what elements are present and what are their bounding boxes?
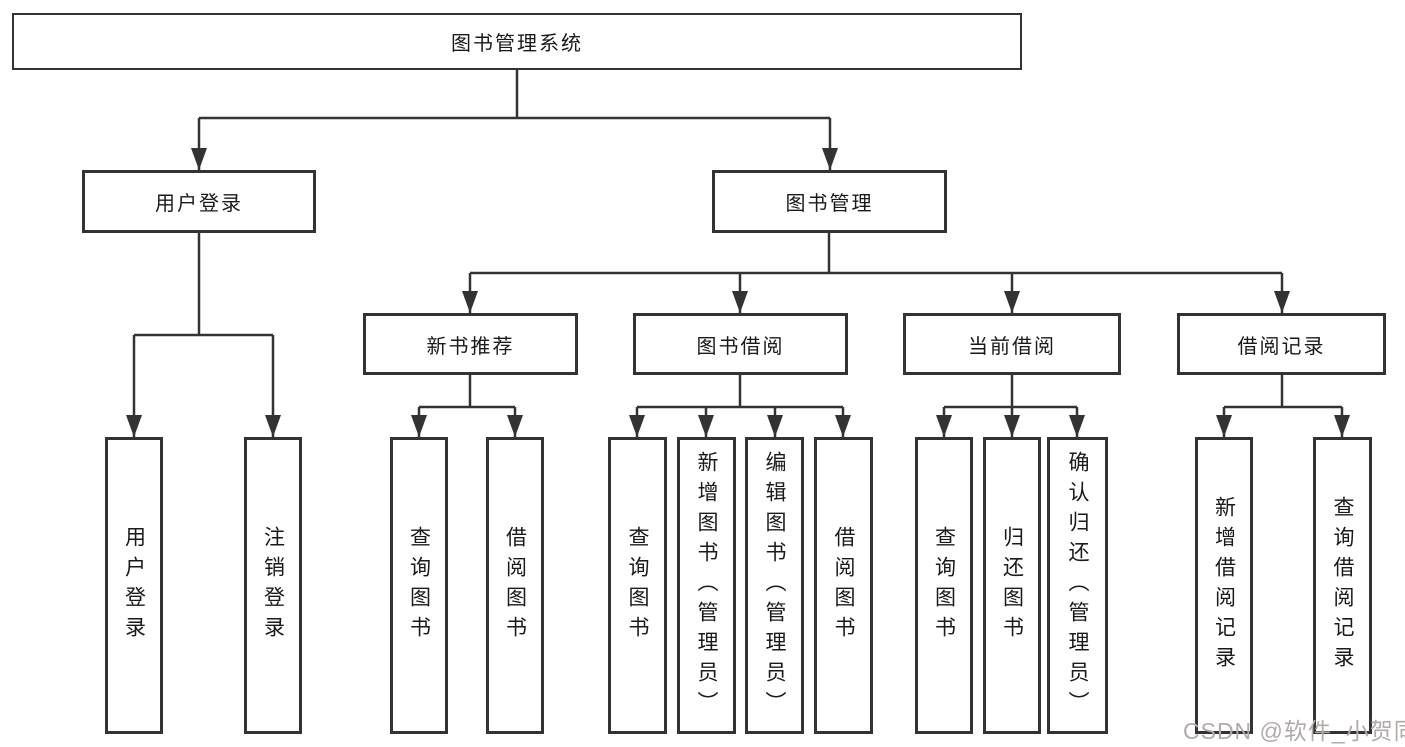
node-root-system: 图书管理系统 (12, 13, 1022, 70)
edges-borrow-record-children (1216, 375, 1350, 437)
arrowhead (767, 415, 783, 437)
leaf-add-borrow-record: 新增借阅记录 (1195, 437, 1253, 734)
node-borrow-records: 借阅记录 (1177, 313, 1386, 375)
node-label: 用户登录 (122, 525, 146, 646)
node-label: 借阅图书 (832, 525, 855, 646)
arrowhead (411, 415, 427, 437)
node-label: 新书推荐 (426, 335, 515, 358)
node-current-borrowing: 当前借阅 (903, 313, 1121, 375)
arrowhead (629, 415, 645, 437)
node-label: 借阅图书 (503, 525, 527, 646)
node-new-book-recommend: 新书推荐 (363, 313, 578, 375)
node-label: 新增借阅记录 (1212, 495, 1236, 676)
node-label: 归还图书 (1000, 525, 1024, 646)
arrowhead (1069, 415, 1085, 437)
arrowhead (126, 415, 142, 437)
leaf-logout: 注销登录 (244, 437, 302, 734)
leaf-borrow-books-recommend: 借阅图书 (486, 437, 544, 734)
leaf-add-book-admin: 新增图书（管理员） (677, 437, 736, 734)
node-label: 查询借阅记录 (1331, 495, 1354, 676)
arrowhead (1216, 415, 1232, 437)
node-label: 图书借阅 (696, 335, 785, 358)
node-label: 查询图书 (407, 525, 431, 646)
arrowhead (822, 148, 838, 170)
edges-book-mgmt-children (462, 233, 1290, 313)
arrowhead (507, 415, 523, 437)
node-label: 新增图书（管理员） (695, 450, 718, 721)
arrowhead (1004, 291, 1020, 313)
node-label: 当前借阅 (968, 335, 1056, 358)
leaf-edit-book-admin: 编辑图书（管理员） (745, 437, 804, 734)
node-label: 借阅记录 (1237, 335, 1326, 358)
node-label: 查询图书 (626, 525, 649, 646)
leaf-return-book: 归还图书 (983, 437, 1041, 734)
node-user-login: 用户登录 (82, 170, 316, 233)
arrowhead (698, 415, 714, 437)
node-label: 编辑图书（管理员） (763, 450, 786, 721)
node-book-management: 图书管理 (712, 170, 947, 233)
arrowhead (1274, 291, 1290, 313)
edges-current-borrow-children (936, 375, 1085, 437)
node-label: 确认归还（管理员） (1066, 450, 1089, 721)
leaf-query-books-borrowing: 查询图书 (608, 437, 667, 734)
edges-new-book-rec-children (411, 375, 523, 437)
node-label: 用户登录 (155, 193, 243, 215)
leaf-query-borrow-record: 查询借阅记录 (1313, 437, 1372, 734)
leaf-user-login: 用户登录 (105, 437, 163, 734)
node-label: 图书管理系统 (451, 33, 583, 55)
node-book-borrowing: 图书借阅 (633, 313, 848, 375)
leaf-borrow-books-borrowing: 借阅图书 (814, 437, 873, 734)
leaf-query-books-recommend: 查询图书 (390, 437, 448, 734)
node-label: 图书管理 (785, 193, 874, 215)
arrowhead (732, 291, 748, 313)
arrowhead (835, 415, 851, 437)
arrowhead (462, 291, 478, 313)
arrowhead (936, 415, 952, 437)
edges-book-borrow-children (629, 375, 851, 437)
leaf-query-books-current: 查询图书 (915, 437, 973, 734)
edges-user-login-children (126, 233, 281, 437)
edges-root-to-level2 (191, 70, 838, 170)
leaf-confirm-return-admin: 确认归还（管理员） (1047, 437, 1108, 734)
arrowhead (1334, 415, 1350, 437)
node-label: 注销登录 (261, 525, 285, 646)
arrowhead (1004, 415, 1020, 437)
arrowhead (265, 415, 281, 437)
node-label: 查询图书 (932, 525, 956, 646)
csdn-watermark: CSDN @软件_小贺同学 (1183, 718, 1405, 744)
arrowhead (191, 148, 207, 170)
